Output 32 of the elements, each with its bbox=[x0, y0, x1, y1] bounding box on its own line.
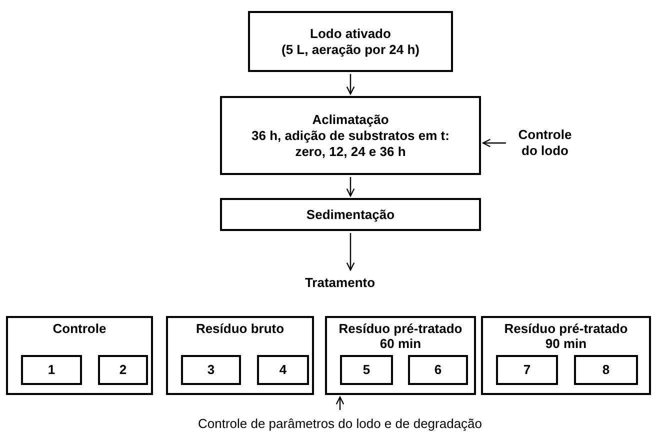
process-box bbox=[220, 96, 481, 175]
group-heading: Resíduo pré-tratado 60 min bbox=[338, 321, 464, 351]
group-heading: Controle bbox=[52, 321, 108, 336]
group-box bbox=[6, 316, 153, 395]
sample-box: 1 bbox=[21, 355, 82, 385]
arrow bbox=[346, 233, 355, 271]
node-label: Tratamento bbox=[280, 272, 400, 294]
arrow bbox=[336, 396, 344, 410]
note-text: Controle de parâmetros do lodo e de degradação bbox=[140, 412, 540, 436]
sample-box: 8 bbox=[574, 355, 638, 385]
arrow bbox=[482, 138, 506, 148]
group-box bbox=[166, 316, 314, 395]
arrow bbox=[346, 74, 355, 95]
box-text: 36 h, adição de substratos em t: zero, 12, 24 e 36 h bbox=[250, 128, 450, 160]
box-heading: Aclimatação bbox=[312, 112, 389, 128]
process-box bbox=[220, 198, 481, 231]
group-box bbox=[325, 316, 476, 395]
group-heading: Resíduo pré-tratado 90 min bbox=[503, 321, 629, 351]
group-heading: Resíduo bruto bbox=[194, 321, 286, 336]
group-box bbox=[481, 316, 651, 395]
box-text: (5 L, aeração por 24 h) bbox=[282, 42, 420, 58]
sample-box: 3 bbox=[181, 355, 241, 385]
arrow bbox=[346, 177, 355, 197]
sample-box: 4 bbox=[257, 355, 309, 385]
sample-box: 6 bbox=[408, 355, 468, 385]
sample-box: 7 bbox=[496, 355, 558, 385]
box-heading: Lodo ativado bbox=[310, 26, 391, 42]
sample-box: 5 bbox=[340, 355, 393, 385]
process-box bbox=[248, 11, 453, 72]
box-heading: Sedimentação bbox=[306, 206, 395, 222]
node-label: Controle do lodo bbox=[510, 118, 580, 168]
sample-box: 2 bbox=[98, 355, 148, 385]
